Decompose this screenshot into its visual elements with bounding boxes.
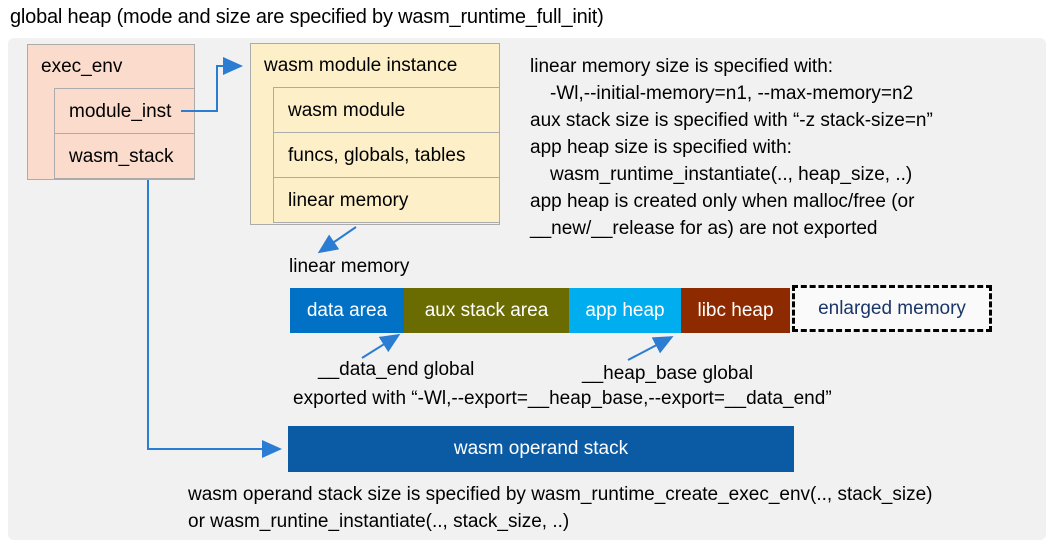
diagram-title: global heap (mode and size are specified… <box>10 6 604 28</box>
instance-row-wasm-module: wasm module <box>273 87 499 133</box>
note-line: -Wl,--initial-memory=n1, --max-memory=n2 <box>550 83 914 104</box>
exec-env-header: exec_env <box>41 56 123 77</box>
wasm-module-instance-header: wasm module instance <box>264 55 458 76</box>
exec-env-row-module-inst: module_inst <box>54 88 194 134</box>
note-line: app heap is created only when malloc/fre… <box>530 191 915 212</box>
wasm-operand-stack-bar: wasm operand stack <box>288 426 794 472</box>
memory-segment-data-area: data area <box>290 288 404 333</box>
linear-memory-label: linear memory <box>289 256 410 277</box>
exec-env-rows: module_inst wasm_stack <box>54 88 194 179</box>
instance-row-linear-memory: linear memory <box>273 177 499 223</box>
note-line: wasm_runtime_instantiate(.., heap_size, … <box>550 164 913 185</box>
exec-env-box: exec_env module_inst wasm_stack <box>27 44 195 180</box>
footer-note-line: or wasm_runtine_instantiate(.., stack_si… <box>188 511 570 532</box>
instance-row-funcs-globals-tables: funcs, globals, tables <box>273 132 499 178</box>
exec-env-row-wasm-stack: wasm_stack <box>54 133 194 179</box>
annotation-heap-base-global: __heap_base global <box>582 363 754 384</box>
wasm-module-instance-box: wasm module instance wasm module funcs, … <box>250 43 500 225</box>
memory-segment-app-heap: app heap <box>569 288 681 333</box>
note-line: app heap size is specified with: <box>530 137 792 158</box>
note-line: linear memory size is specified with: <box>530 56 834 77</box>
memory-segment-aux-stack-area: aux stack area <box>404 288 569 333</box>
footer-note: wasm operand stack size is specified by … <box>188 481 933 535</box>
wasm-module-instance-rows: wasm module funcs, globals, tables linea… <box>273 87 499 224</box>
linear-memory-bar: data area aux stack area app heap libc h… <box>290 288 790 333</box>
enlarged-memory-box: enlarged memory <box>792 285 992 332</box>
note-line: __new/__release for as) are not exported <box>530 218 878 239</box>
notes-block: linear memory size is specified with: -W… <box>530 53 1046 242</box>
note-line: aux stack size is specified with “-z sta… <box>530 110 933 131</box>
annotation-data-end-global: __data_end global <box>318 359 475 380</box>
memory-segment-libc-heap: libc heap <box>681 288 790 333</box>
annotation-exported-with: exported with “-Wl,--export=__heap_base,… <box>293 388 832 409</box>
footer-note-line: wasm operand stack size is specified by … <box>188 484 933 505</box>
